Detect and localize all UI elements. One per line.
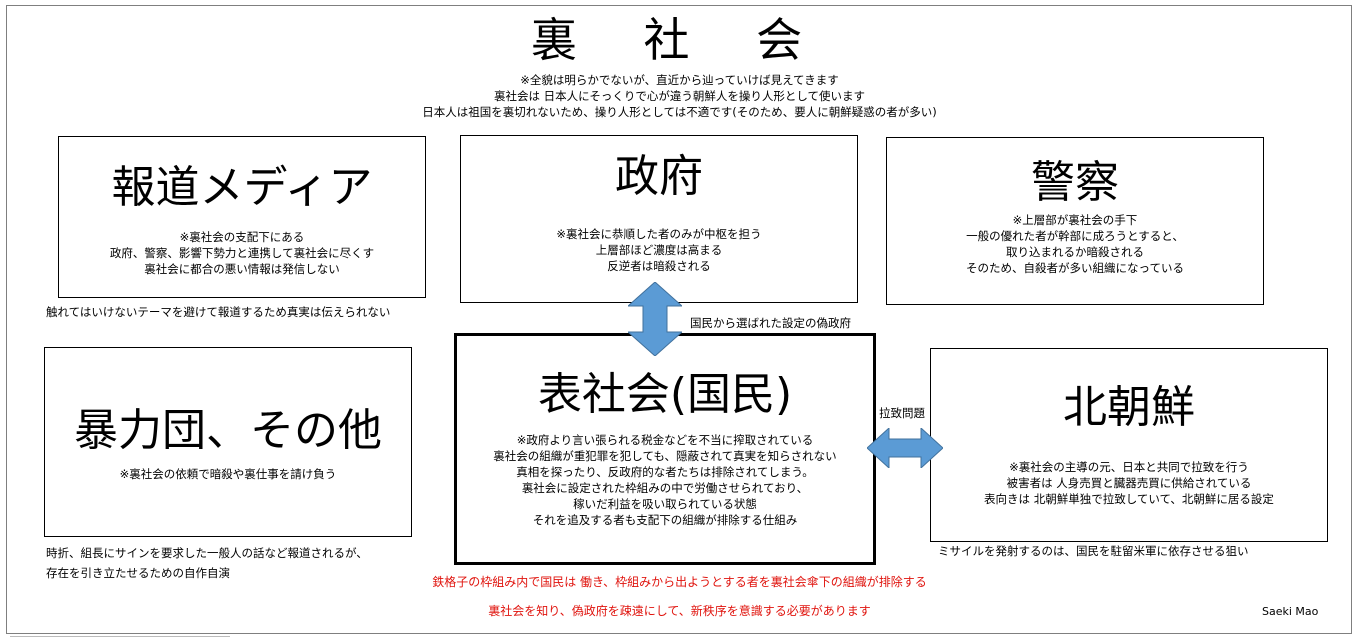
people-line: 裏社会に設定された枠組みの中で労働させられており、 xyxy=(521,481,809,495)
signature: Saeki Mao xyxy=(1262,605,1319,618)
people-box: 表社会(国民) ※政府より言い張られる税金などを不当に搾取されている 裏社会の組… xyxy=(454,333,876,565)
diagram-title: 裏 社 会 xyxy=(530,13,829,67)
diagram-frame xyxy=(6,5,1352,634)
arrow-shape xyxy=(867,428,943,468)
media-box: 報道メディア ※裏社会の支配下にある 政府、警察、影響下勢力と連携して裏社会に尽… xyxy=(58,136,426,298)
police-line: 一般の優れた者が幹部に成ろうとすると、 xyxy=(966,229,1184,243)
media-line: 裏社会に都合の悪い情報は発信しない xyxy=(144,262,340,276)
police-line: 取り込まれるか暗殺される xyxy=(1006,245,1144,259)
government-line: ※裏社会に恭順した者のみが中枢を担う xyxy=(556,227,762,241)
gang-side-line: 存在を引き立たせるための自作自演 xyxy=(46,566,230,580)
north-korea-side-note: ミサイルを発射するのは、国民を駐留米軍に依存させる狙い xyxy=(938,544,1249,558)
horizontal-arrow-label: 拉致問題 xyxy=(879,405,925,421)
gang-side-line: 時折、組長にサインを要求した一般人の話など報道されるが、 xyxy=(46,546,368,560)
people-line: それを追及する者も支配下の組織が排除する仕組み xyxy=(532,513,798,527)
intro-note: 日本人は祖国を裏切れないため、操り人形としては不適です(そのため、要人に朝鮮疑惑… xyxy=(422,105,937,119)
gang-box: 暴力団、その他 ※裏社会の依頼で暗殺や裏仕事を請け負う xyxy=(44,347,412,537)
police-line: そのため、自殺者が多い組織になっている xyxy=(966,261,1184,275)
media-side-note: 触れてはいけないテーマを避けて報道するため真実は伝えられない xyxy=(46,305,391,319)
gang-line: ※裏社会の依頼で暗殺や裏仕事を請け負う xyxy=(119,467,337,481)
north-korea-heading: 北朝鮮 xyxy=(1063,382,1195,433)
people-heading: 表社会(国民) xyxy=(537,369,793,420)
arrow-shape xyxy=(628,282,682,356)
vertical-double-arrow xyxy=(628,282,682,356)
north-korea-line: 被害者は 人身売買と臓器売買に供給されている xyxy=(1006,476,1252,490)
people-line: 稼いだ利益を吸い取られている状態 xyxy=(573,497,757,511)
police-box: 警察 ※上層部が裏社会の手下 一般の優れた者が幹部に成ろうとすると、 取り込まれ… xyxy=(886,137,1264,305)
government-box: 政府 ※裏社会に恭順した者のみが中枢を担う 上層部ほど濃度は高まる 反逆者は暗殺… xyxy=(460,135,858,303)
media-line: ※裏社会の支配下にある xyxy=(179,230,305,244)
intro-notes: ※全貌は明らかでないが、直近から辿っていけば見えてきます 裏社会は 日本人にそっ… xyxy=(0,72,1359,120)
intro-note: 裏社会は 日本人にそっくりで心が違う朝鮮人を操り人形として使います xyxy=(493,89,866,103)
gang-heading: 暴力団、その他 xyxy=(74,405,382,456)
horizontal-double-arrow xyxy=(867,428,943,468)
people-line: 真相を探ったり、反政府的な者たちは排除されてしまう。 xyxy=(516,465,814,479)
government-line: 上層部ほど濃度は高まる xyxy=(595,243,723,257)
government-line: 反逆者は暗殺される xyxy=(607,259,711,273)
people-line: 裏社会の組織が重犯罪を犯しても、隠蔽されて真実を知らされない xyxy=(493,449,837,463)
people-line: ※政府より言い張られる税金などを不当に搾取されている xyxy=(516,433,814,447)
media-heading: 報道メディア xyxy=(111,162,373,213)
footer-line-1: 鉄格子の枠組み内で国民は 働き、枠組みから出ようとする者を裏社会傘下の組織が排除… xyxy=(432,575,927,589)
gang-side-note: 時折、組長にサインを要求した一般人の話など報道されるが、 存在を引き立たせるため… xyxy=(46,545,368,581)
vertical-arrow-label: 国民から選ばれた設定の偽政府 xyxy=(690,316,851,330)
bottom-rule xyxy=(10,636,230,637)
police-heading: 警察 xyxy=(1031,157,1119,208)
intro-note: ※全貌は明らかでないが、直近から辿っていけば見えてきます xyxy=(520,73,839,87)
footer-line-2: 裏社会を知り、偽政府を疎遠にして、新秩序を意識する必要があります xyxy=(488,604,871,618)
government-heading: 政府 xyxy=(615,151,703,202)
police-line: ※上層部が裏社会の手下 xyxy=(1012,213,1138,227)
media-line: 政府、警察、影響下勢力と連携して裏社会に尽くす xyxy=(109,246,375,260)
north-korea-line: 表向きは 北朝鮮単独で拉致していて、北朝鮮に居る設定 xyxy=(984,492,1274,506)
north-korea-line: ※裏社会の主導の元、日本と共同で拉致を行う xyxy=(1009,460,1249,474)
north-korea-box: 北朝鮮 ※裏社会の主導の元、日本と共同で拉致を行う 被害者は 人身売買と臓器売買… xyxy=(930,348,1328,542)
